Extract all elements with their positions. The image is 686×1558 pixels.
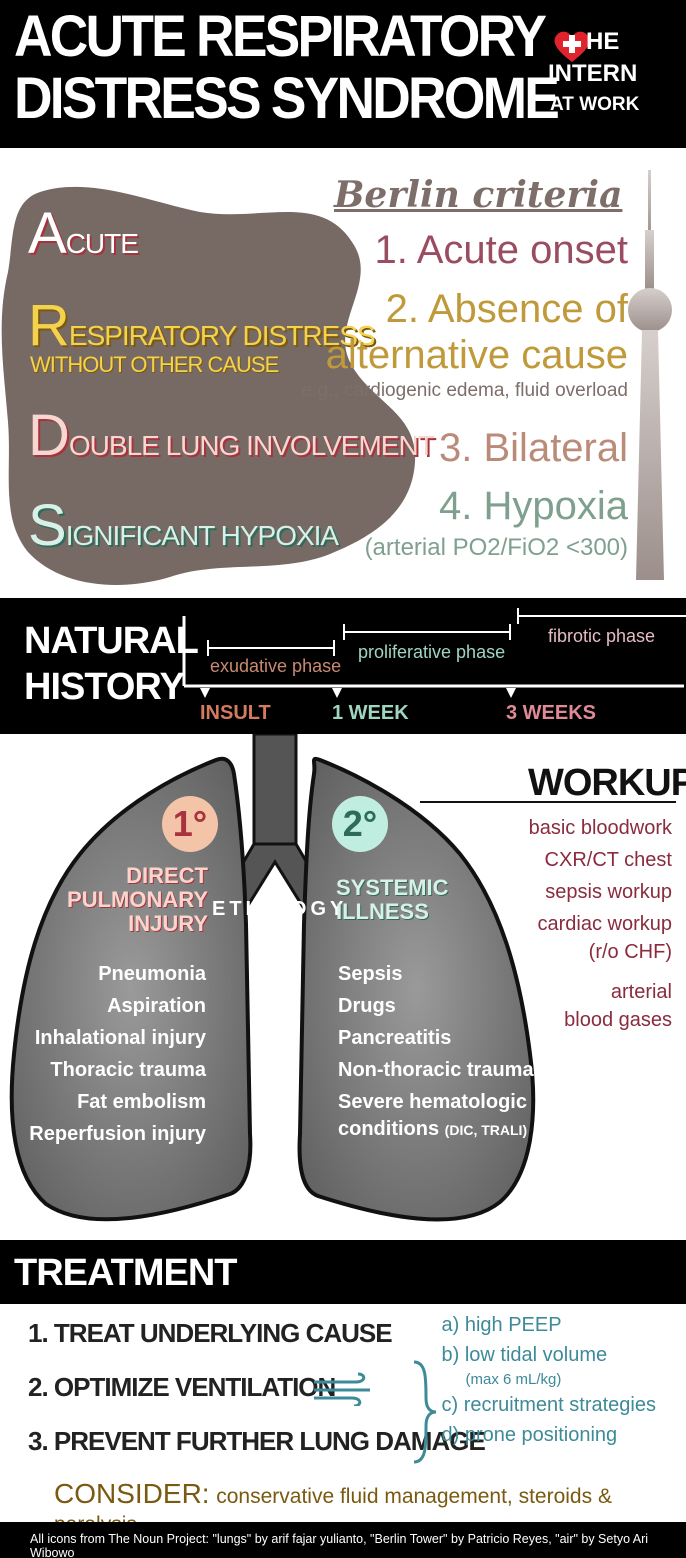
logo-text-2: INTERN (548, 60, 638, 87)
criterion-1: 1. Acute onset (374, 228, 628, 272)
list-item: CXR/CT chest (544, 849, 672, 871)
treatment-header: TREATMENT (0, 1240, 686, 1304)
treatment-title: TREATMENT (14, 1252, 237, 1294)
natural-history-section: NATURAL HISTORY exudative phase prolifer… (0, 598, 686, 734)
list-item: Pancreatitis (338, 1027, 452, 1049)
ventilation-options: a) high PEEP b) low tidal volume (max 6 … (441, 1314, 656, 1446)
list-item: conditions (DIC, TRALI) (338, 1118, 528, 1140)
mnemonic-significant: SIGNIFICANT HYPOXIA (28, 493, 339, 558)
primary-heading: DIRECT PULMONARY INJURY (67, 863, 208, 936)
icon-credits: All icons from The Noun Project: "lungs"… (30, 1532, 649, 1558)
timeline-diagram (182, 608, 686, 698)
list-item: blood gases (564, 1009, 672, 1031)
berlin-tower-icon (628, 170, 672, 580)
phase-fibrotic: fibrotic phase (548, 626, 656, 646)
criterion-2-example: e.g., cardiogenic edema, fluid overload (301, 380, 628, 401)
mnemonic-acute: ACUTE (28, 201, 139, 266)
list-item: cardiac workup (537, 913, 672, 935)
list-item: Non-thoracic trauma (338, 1059, 534, 1081)
logo-text-3: AT WORK (550, 94, 640, 115)
workup-title: WORKUP (528, 762, 686, 804)
natural-history-title: NATURAL HISTORY (24, 620, 199, 708)
footer: All icons from The Noun Project: "lungs"… (0, 1522, 686, 1558)
mnemonic-double: DOUBLE LUNG INVOLVEMENT (28, 403, 435, 468)
list-item: Fat embolism (77, 1091, 206, 1113)
mnemonic-respiratory-sub: WITHOUT OTHER CAUSE (30, 352, 279, 377)
primary-badge: 1° (162, 796, 218, 852)
timeline-1-week: 1 WEEK (332, 702, 409, 724)
timeline-insult: INSULT (200, 702, 271, 724)
primary-causes-list: Pneumonia Aspiration Inhalational injury… (29, 958, 206, 1150)
treatment-3: 3. PREVENT FURTHER LUNG DAMAGE (28, 1426, 486, 1456)
etiology-label: ETIOLOGY (212, 898, 348, 920)
list-item: Reperfusion injury (29, 1123, 206, 1145)
curly-brace-icon (413, 1360, 437, 1464)
list-item: Aspiration (107, 995, 206, 1017)
list-item: Inhalational injury (34, 1027, 206, 1049)
consider-note: CONSIDER: conservative fluid management,… (54, 1478, 612, 1536)
criterion-2: 2. Absence of alternative cause (325, 287, 628, 377)
list-item: Drugs (338, 995, 396, 1017)
criterion-4-detail: (arterial PO2/FiO2 <300) (364, 534, 628, 561)
list-item: (r/o CHF) (588, 941, 672, 963)
title-line-1: ACUTE RESPIRATORY (14, 4, 547, 69)
heart-cross-icon (554, 31, 590, 62)
secondary-causes-list: Sepsis Drugs Pancreatitis Non-thoracic t… (338, 958, 534, 1141)
treatment-2: 2. OPTIMIZE VENTILATION (28, 1372, 336, 1402)
berlin-criteria-title: Berlin criteria (334, 174, 623, 216)
list-item: sepsis workup (545, 881, 672, 903)
mnemonic-blob (1, 186, 416, 585)
air-icon (314, 1372, 370, 1406)
header: ACUTE RESPIRATORY DISTRESS SYNDROME HE I… (0, 0, 686, 148)
secondary-heading: SYSTEMIC ILLNESS (336, 875, 449, 924)
list-item: Severe hematologic (338, 1091, 527, 1113)
criterion-4: 4. Hypoxia (439, 484, 628, 528)
title-line-2: DISTRESS SYNDROME (14, 66, 560, 131)
list-item: Pneumonia (98, 963, 206, 985)
treatment-1: 1. TREAT UNDERLYING CAUSE (28, 1318, 393, 1348)
phase-proliferative: proliferative phase (358, 642, 506, 662)
page-title: ACUTE RESPIRATORY DISTRESS SYNDROME (14, 4, 560, 131)
list-item: Thoracic trauma (50, 1059, 206, 1081)
logo: HE INTERN AT WORK (548, 24, 668, 124)
lungs-icon (9, 734, 676, 1222)
workup-list: basic bloodwork CXR/CT chest sepsis work… (529, 812, 672, 1034)
list-item: arterial (610, 981, 672, 1003)
phase-exudative: exudative phase (210, 656, 342, 676)
criterion-3: 3. Bilateral (439, 426, 628, 470)
list-item: basic bloodwork (528, 817, 672, 839)
mnemonic-respiratory: RESPIRATORY DISTRESS (28, 293, 376, 358)
secondary-badge: 2° (332, 796, 388, 852)
list-item: Sepsis (338, 963, 403, 985)
logo-text-1: HE (586, 28, 620, 55)
timeline-3-weeks: 3 WEEKS (506, 702, 597, 724)
